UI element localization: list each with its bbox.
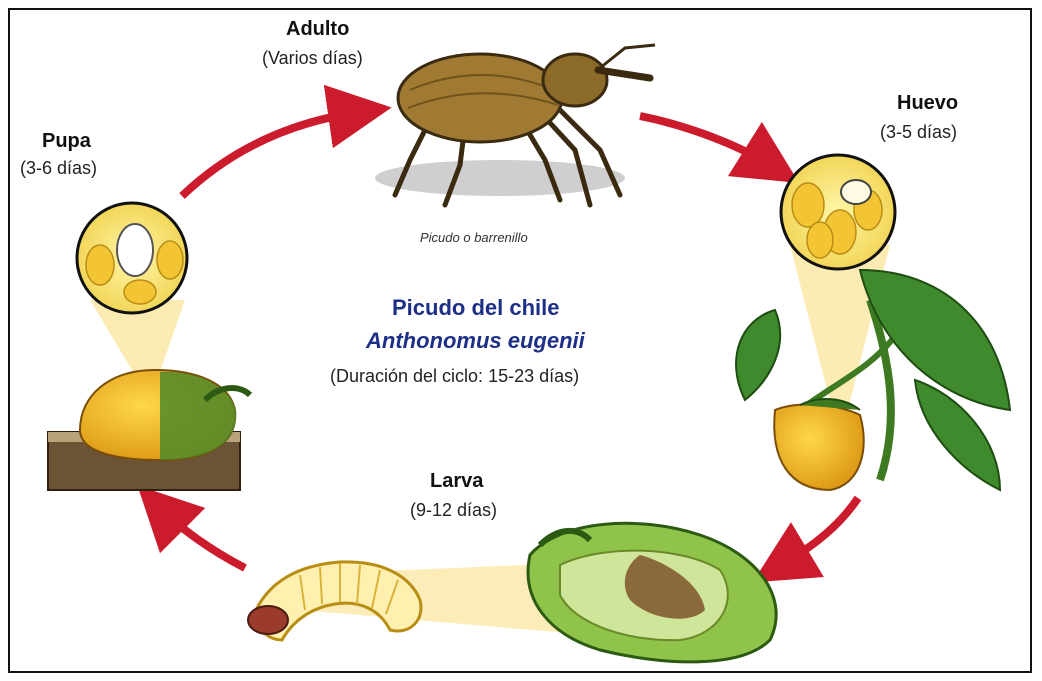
larva-stage-name: Larva xyxy=(430,470,483,493)
adult-stage-name: Adulto xyxy=(286,18,349,41)
egg-stage-illustration xyxy=(736,155,1010,490)
egg-stage-duration: (3-5 días) xyxy=(880,122,957,143)
adult-stage-duration: (Varios días) xyxy=(262,48,363,69)
cycle-duration: (Duración del ciclo: 15-23 días) xyxy=(330,366,579,387)
larva-stage-illustration xyxy=(248,523,776,662)
adult-weevil-illustration xyxy=(375,45,655,205)
adult-caption: Picudo o barrenillo xyxy=(420,230,528,245)
arrow-adult-to-egg xyxy=(640,116,772,166)
arrow-pupa-to-adult xyxy=(182,112,360,196)
larva-stage-duration: (9-12 días) xyxy=(410,500,497,521)
diagram-title: Picudo del chile xyxy=(392,295,559,321)
pupa-stage-name: Pupa xyxy=(42,130,91,153)
species-name: Anthonomus eugenii xyxy=(366,328,585,354)
arrow-egg-to-larva xyxy=(780,498,858,566)
arrow-larva-to-pupa xyxy=(160,508,245,568)
egg-stage-name: Huevo xyxy=(897,92,958,115)
pupa-stage-duration: (3-6 días) xyxy=(20,158,97,179)
pupa-stage-illustration xyxy=(48,203,250,490)
